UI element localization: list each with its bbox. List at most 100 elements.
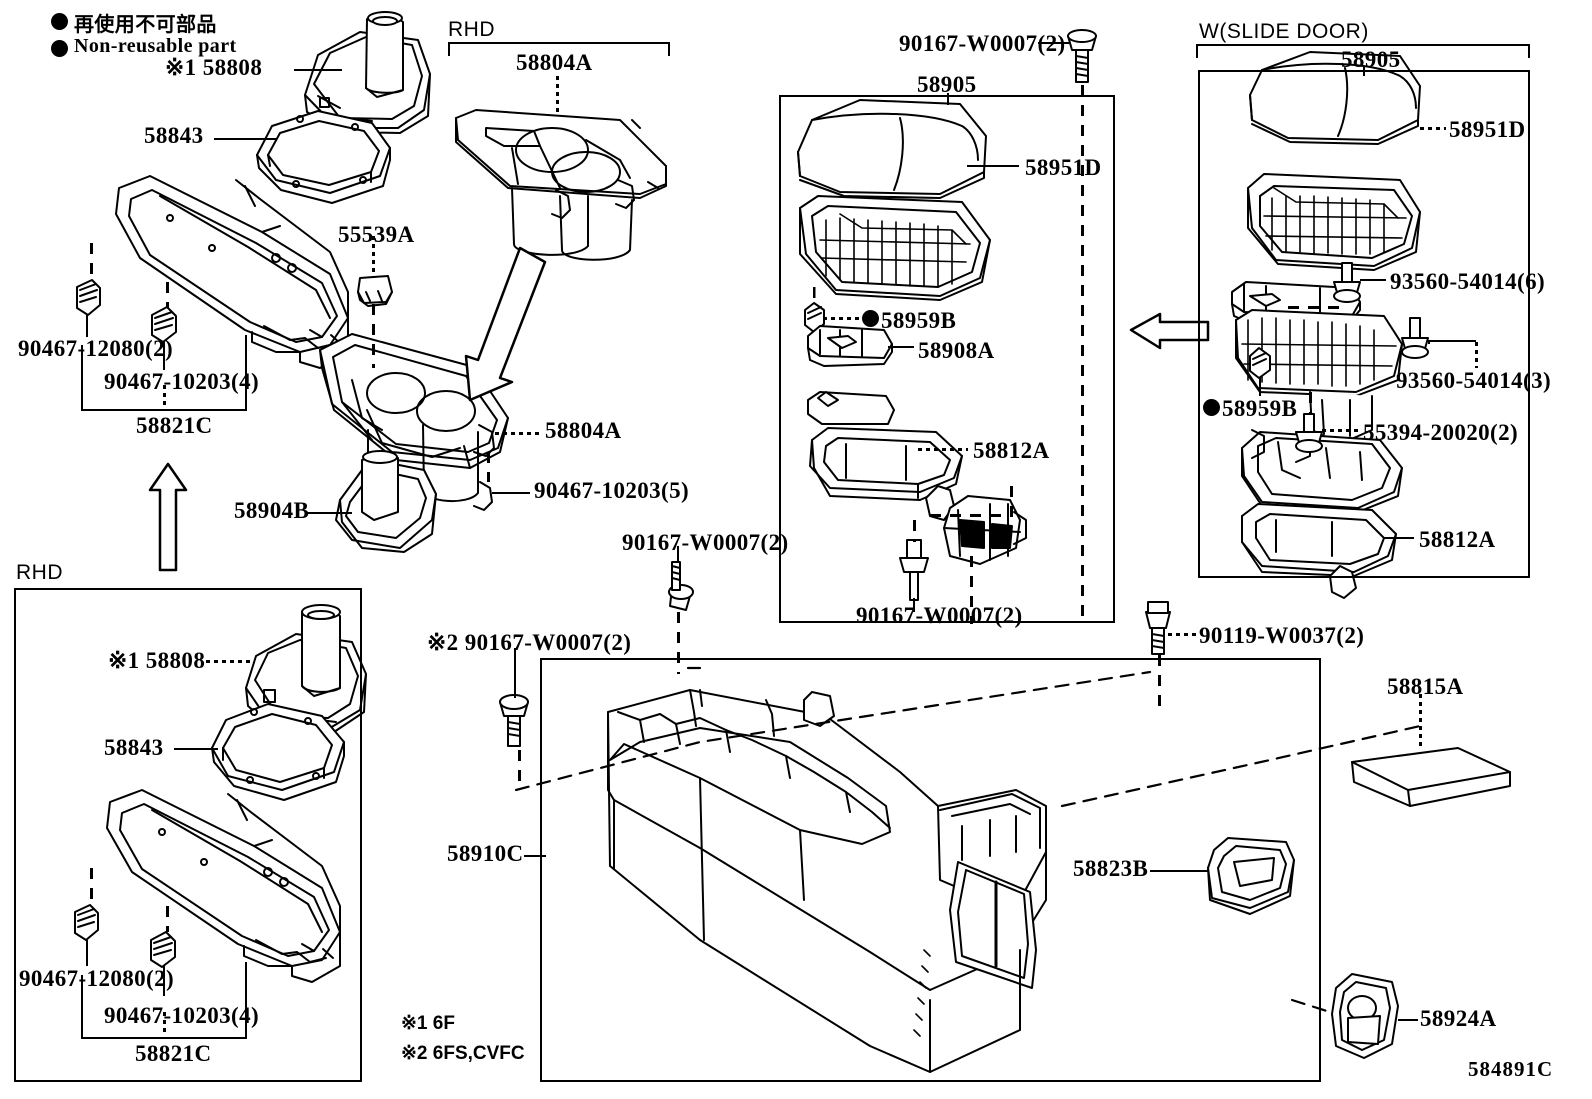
bracket-58821c-top-right xyxy=(245,335,247,411)
bracket-58821c-top-left xyxy=(81,345,83,411)
leader-90467-12080-top xyxy=(86,315,88,337)
leader-58812a-center xyxy=(918,448,968,451)
leader-58951d-right xyxy=(1420,127,1446,130)
part-label-58821c-top: 58821C xyxy=(136,413,213,438)
group-header-58905-right: 58905 xyxy=(1341,47,1401,72)
guide-90467-12080-rhd xyxy=(90,868,93,906)
part-label-90167-bottom-center: 90167-W0007(2) xyxy=(856,603,1023,628)
leader-55394 xyxy=(1322,429,1358,432)
leader-58843-top xyxy=(214,138,276,140)
leader-90467-12080-rhd xyxy=(86,940,88,966)
leader-58924a xyxy=(1398,1019,1418,1021)
leader-58959b-right xyxy=(1259,378,1261,396)
guide-90467-12080-top xyxy=(90,243,93,283)
part-label-58910c: 58910C xyxy=(447,841,524,866)
part-label-58808-rhd: ※1 58808 xyxy=(108,648,206,673)
part-art-58924a xyxy=(1331,973,1399,1059)
marker-58959b-center xyxy=(862,310,879,327)
part-label-58823b: 58823B xyxy=(1073,856,1149,881)
leader-93560-3-h xyxy=(1428,340,1476,342)
guide-90119 xyxy=(1158,655,1161,715)
leader-58843-rhd xyxy=(174,748,218,750)
part-label-90467-10203-top: 90467-10203(4) xyxy=(104,369,260,394)
group-leader-58905-center xyxy=(947,93,949,105)
part-art-bolt-free-1 xyxy=(668,561,694,611)
part-art-58843 xyxy=(256,110,391,204)
part-art-58808 xyxy=(304,11,431,134)
part-art-bolt-free-2 xyxy=(499,694,529,747)
legend-marker-jp xyxy=(51,13,68,30)
group-bracket-slide-door xyxy=(1196,44,1530,58)
marker-58959b-right xyxy=(1203,399,1220,416)
guide-bolt-free-2 xyxy=(518,750,521,790)
part-art-58904b xyxy=(335,450,437,553)
part-label-55394-20020: 55394-20020(2) xyxy=(1363,420,1519,445)
guide-bolt-free-1 xyxy=(677,612,680,674)
leader-93560-3-v xyxy=(1428,340,1430,344)
leader-58821c-rhd xyxy=(163,1012,166,1036)
bracket-58821c-rhd-bottom xyxy=(81,1037,246,1039)
part-label-58959b-right: 58959B xyxy=(1222,396,1298,421)
leader-58804a-mid xyxy=(495,432,539,435)
bracket-58821c-top-bottom xyxy=(81,409,246,411)
guide-55539a xyxy=(372,304,375,368)
leader-58951d-center xyxy=(967,165,1019,167)
leader-90167-top-center xyxy=(1038,42,1070,44)
leader-93560-6 xyxy=(1360,279,1386,281)
group-title-rhd-top: RHD xyxy=(448,18,495,41)
part-label-90467-10203-rhd: 90467-10203(4) xyxy=(104,1003,260,1028)
group-box-58905-right xyxy=(1198,70,1530,578)
part-label-90167-top-center: 90167-W0007(2) xyxy=(899,31,1066,56)
group-header-58804a: 58804A xyxy=(516,50,593,75)
part-label-58804a-mid: 58804A xyxy=(545,418,622,443)
leader-58910c xyxy=(524,855,546,857)
down-arrow-icon xyxy=(464,246,547,402)
guide-90467-10203-rhd xyxy=(166,906,169,932)
group-title-rhd-bottom: RHD xyxy=(16,561,63,584)
leader-58815a xyxy=(1419,694,1422,750)
guide-90467-10203-5 xyxy=(487,452,490,482)
part-art-58804a-rhd xyxy=(455,109,667,261)
leader-58808-rhd xyxy=(206,660,250,663)
group-box-main-console xyxy=(540,658,1321,1082)
part-art-bolt-90119 xyxy=(1145,601,1171,655)
leader-58812a-right xyxy=(1384,537,1414,539)
leader-58908a xyxy=(888,346,914,348)
bracket-58821c-rhd-right xyxy=(245,962,247,1039)
group-bracket-rhd-top xyxy=(448,42,670,56)
guide-93560-6 xyxy=(1288,306,1348,309)
leader-90167-bottom-center xyxy=(913,598,915,612)
legend-jp-text: 再使用不可部品 xyxy=(74,12,217,36)
part-label-58951d-center: 58951D xyxy=(1025,155,1102,180)
leader-58823b xyxy=(1150,870,1208,872)
guide-center-right-2 xyxy=(1010,486,1013,518)
group-box-rhd-bottom xyxy=(14,588,362,1082)
leader-58821c-top xyxy=(163,385,166,409)
leader-58808-top xyxy=(294,69,342,71)
part-art-58804a-mid xyxy=(319,333,509,513)
part-label-58951d-right: 58951D xyxy=(1449,117,1526,142)
part-label-55539a: 55539A xyxy=(338,222,415,247)
footnote-2: ※2 6FS,CVFC xyxy=(401,1043,525,1064)
guide-90167-bottom-center xyxy=(913,520,916,542)
part-label-58815a: 58815A xyxy=(1387,674,1464,699)
leader-58905-right xyxy=(1363,66,1365,76)
guide-center-right-1 xyxy=(930,514,1012,517)
legend-marker-en xyxy=(51,40,68,57)
part-art-58815a xyxy=(1351,747,1511,807)
part-label-90119-w0037: 90119-W0037(2) xyxy=(1199,623,1365,648)
leader-90467-10203-5 xyxy=(492,492,530,494)
part-art-55539a xyxy=(357,275,393,307)
part-label-58908a: 58908A xyxy=(918,338,995,363)
part-label-58959b-center: 58959B xyxy=(881,308,957,333)
drawing-number: 584891C xyxy=(1468,1057,1554,1081)
part-label-58843-top: 58843 xyxy=(144,123,204,148)
guide-90467-10203-top xyxy=(166,282,169,308)
part-label-90467-12080-rhd: 90467-12080(2) xyxy=(19,966,175,991)
part-label-58904b: 58904B xyxy=(234,498,310,523)
left-arrow-icon xyxy=(1129,312,1210,350)
part-label-90167-free-1: 90167-W0007(2) xyxy=(622,530,789,555)
up-arrow-icon xyxy=(148,462,188,572)
part-label-58924a: 58924A xyxy=(1420,1006,1497,1031)
part-label-58812a-right: 58812A xyxy=(1419,527,1496,552)
